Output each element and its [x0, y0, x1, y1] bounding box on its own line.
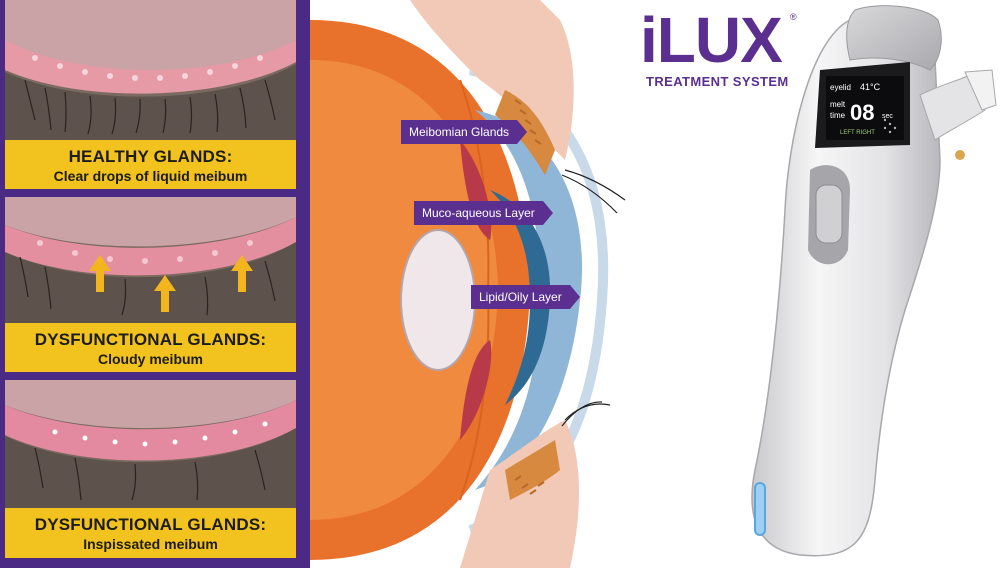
ilux-logo: iLUX ® TREATMENT SYSTEM — [640, 0, 810, 95]
caption-subtitle: Inspissated meibum — [83, 536, 218, 552]
screen-melt-time-value: 08 — [850, 100, 874, 125]
eye-cross-section-illustration — [310, 0, 640, 568]
caption-heading: HEALTHY GLANDS: — [68, 147, 233, 166]
caption-cloudy: DYSFUNCTIONAL GLANDS: Cloudy meibum — [5, 323, 296, 372]
eyelid-photo-cloudy — [5, 197, 296, 323]
lipid-oily-layer-label: Lipid/Oily Layer — [471, 285, 580, 309]
ilux-device-image: eyelid 41°C melt time 08 sec LEFT RIGHT — [700, 0, 1000, 568]
eye-anatomy-diagram: Meibomian Glands Muco-aqueous Layer Lipi… — [310, 0, 1000, 568]
screen-eyelid-label: eyelid — [830, 83, 851, 92]
caption-subtitle: Clear drops of liquid meibum — [53, 168, 248, 184]
caption-inspissated: DYSFUNCTIONAL GLANDS: Inspissated meibum — [5, 508, 296, 558]
eyelid-photo-healthy — [5, 0, 296, 140]
trademark-symbol: ® — [790, 12, 797, 22]
meibomian-glands-label: Meibomian Glands — [401, 120, 528, 144]
caption-healthy: HEALTHY GLANDS: Clear drops of liquid me… — [5, 140, 296, 189]
screen-eyelid-temp: 41°C — [860, 82, 881, 92]
caption-heading: DYSFUNCTIONAL GLANDS: — [34, 515, 267, 534]
gland-comparison-panel: HEALTHY GLANDS: Clear drops of liquid me… — [0, 0, 310, 568]
power-indicator-light — [754, 482, 766, 536]
caption-heading: DYSFUNCTIONAL GLANDS: — [34, 330, 267, 349]
arrow-indicators — [89, 255, 253, 312]
screen-left-right: LEFT RIGHT — [840, 130, 875, 136]
brand-subtitle: TREATMENT SYSTEM — [646, 74, 789, 89]
muco-aqueous-layer-label: Muco-aqueous Layer — [414, 201, 553, 225]
screen-sec-unit: sec — [882, 113, 893, 120]
caption-subtitle: Cloudy meibum — [97, 351, 203, 367]
screen-melt-label: melt — [830, 100, 846, 109]
brand-name: iLUX — [640, 4, 783, 76]
screen-time-label: time — [830, 111, 846, 120]
eyelid-photo-inspissated — [5, 380, 296, 508]
